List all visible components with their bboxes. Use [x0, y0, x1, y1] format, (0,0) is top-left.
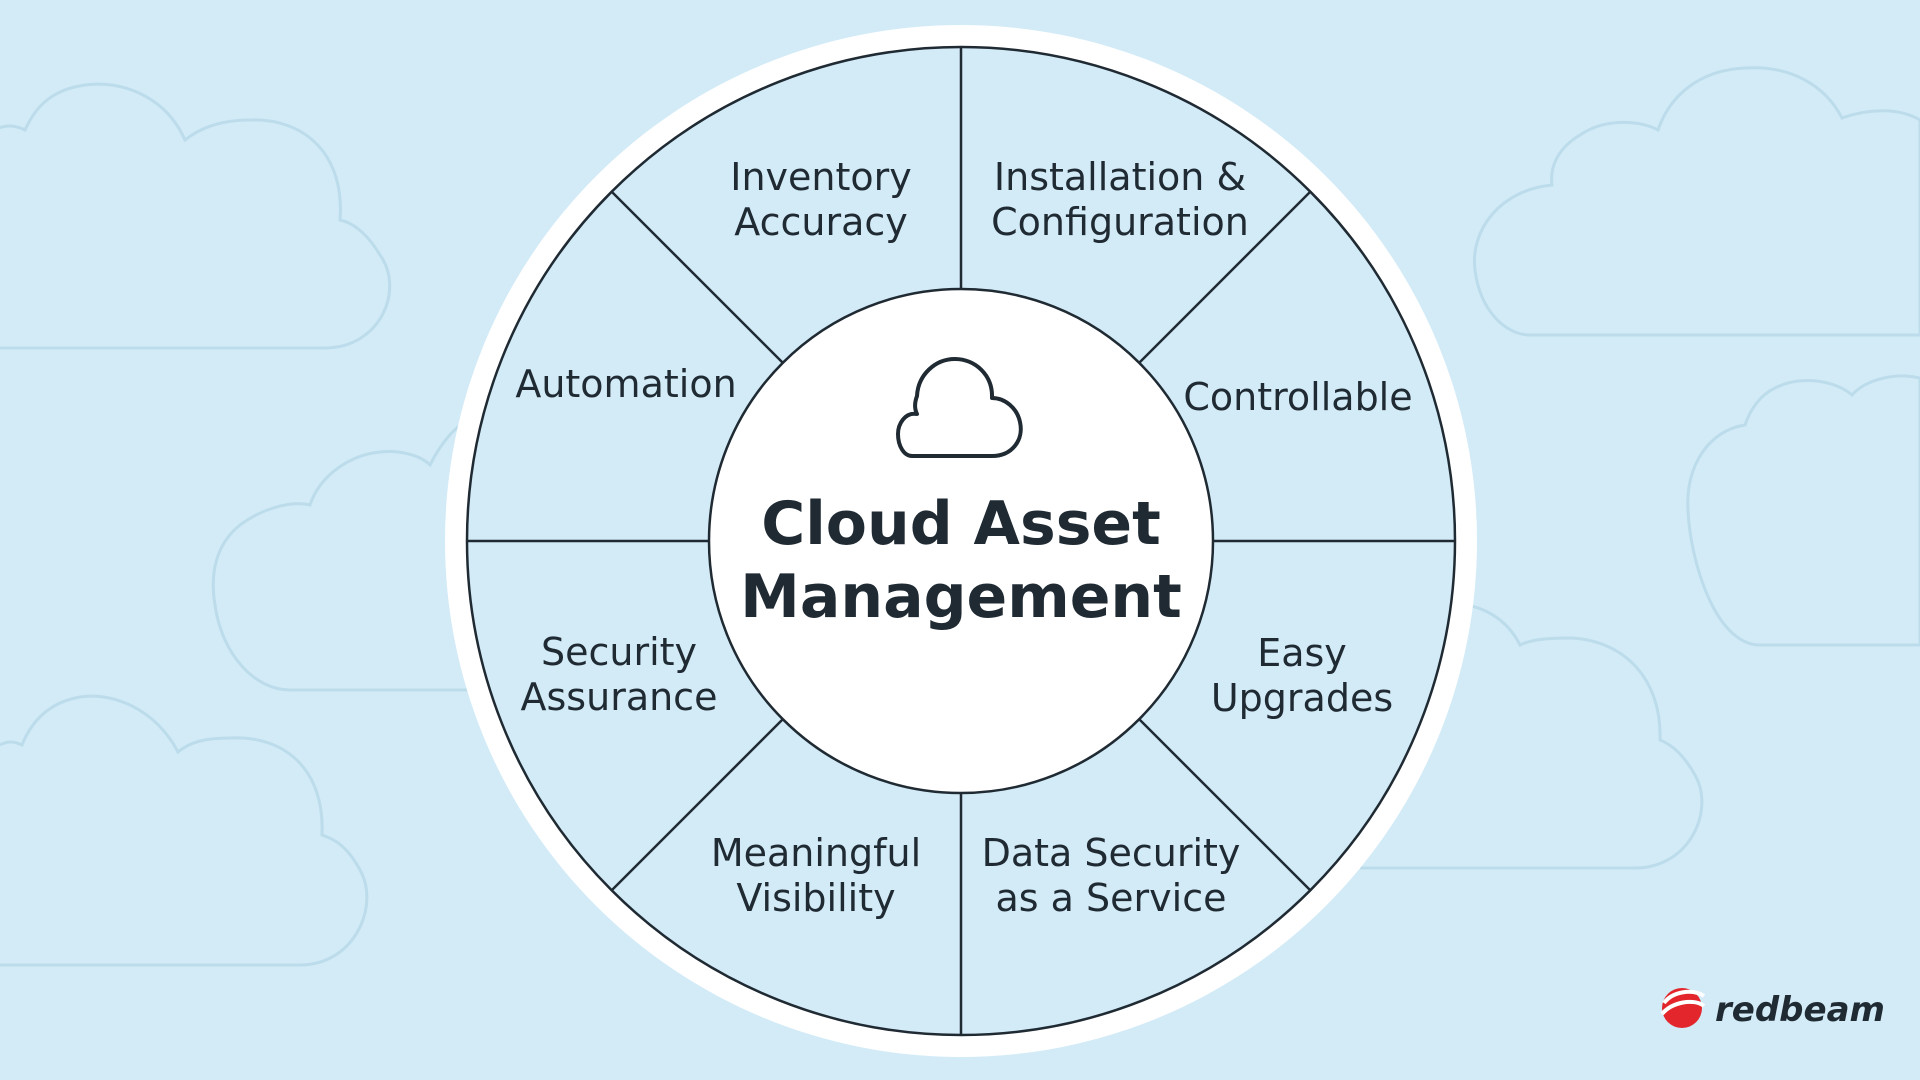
segment-controllable: Controllable [1183, 375, 1412, 419]
segment-label: Easy [1257, 631, 1347, 675]
segment-label: Installation & [994, 155, 1246, 199]
segment-label: Inventory [730, 155, 912, 199]
redbeam-logo: redbeam [1660, 988, 1885, 1030]
segment-meaningful-visibility: Meaningful Visibility [711, 831, 921, 920]
background-cloud-icon [211, 417, 472, 692]
segment-easy-upgrades: Easy Upgrades [1211, 631, 1393, 720]
segment-label: Controllable [1183, 375, 1412, 419]
segment-installation-configuration: Installation & Configuration [991, 155, 1249, 244]
spoke-line [611, 191, 784, 364]
background-cloud-icon [1472, 66, 1920, 337]
center-hub [707, 287, 1215, 795]
segment-label: Configuration [991, 200, 1249, 244]
segment-label: as a Service [996, 876, 1227, 920]
cloud-icon [896, 357, 1023, 458]
segment-label: Upgrades [1211, 676, 1393, 720]
background-clouds [0, 66, 1920, 967]
segment-automation: Automation [515, 362, 736, 406]
center-title-line2: Management [740, 562, 1182, 632]
background-cloud-icon [0, 82, 392, 350]
spoke-line [1138, 718, 1311, 891]
segment-label: Meaningful [711, 831, 921, 875]
segment-label: Assurance [521, 675, 718, 719]
segment-data-security-service: Data Security as a Service [982, 831, 1241, 920]
background-cloud-icon [0, 694, 369, 967]
redbeam-logo-icon [1660, 988, 1706, 1028]
segment-inventory-accuracy: Inventory Accuracy [730, 155, 912, 244]
segment-label: Automation [515, 362, 736, 406]
wheel-spokes [467, 47, 1455, 1035]
center-title-line1: Cloud Asset [761, 489, 1161, 559]
segment-label: Data Security [982, 831, 1241, 875]
redbeam-logo-text: redbeam [1715, 990, 1885, 1030]
segment-security-assurance: Security Assurance [521, 630, 718, 719]
background-cloud-icon [1686, 374, 1920, 647]
spoke-line [1138, 191, 1311, 364]
segment-label: Security [541, 630, 697, 674]
segment-label: Visibility [736, 876, 895, 920]
segment-label: Accuracy [734, 200, 908, 244]
spoke-line [611, 718, 784, 891]
